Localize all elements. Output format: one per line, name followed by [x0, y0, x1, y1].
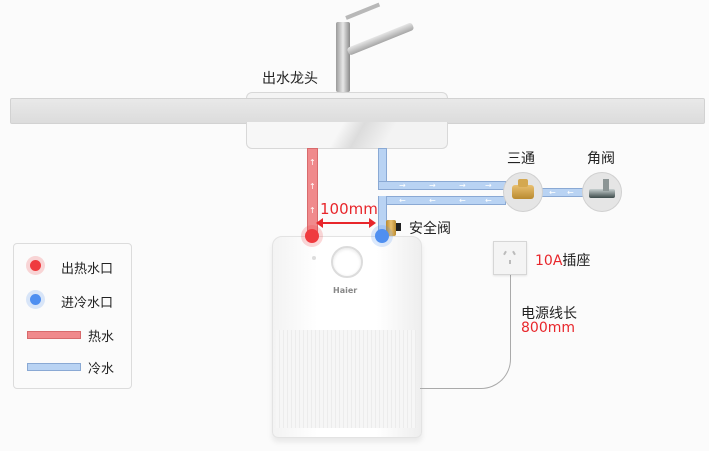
legend-label: 热水	[88, 330, 115, 345]
angle-valve-label: 角阀	[587, 151, 615, 167]
sink-basin	[246, 122, 448, 149]
flow-arrow-icon: ↑	[309, 206, 316, 215]
angle-valve-icon	[582, 172, 622, 212]
legend-label: 出热水口	[61, 262, 114, 277]
flow-arrow-icon: →	[459, 181, 466, 190]
faucet-label: 出水龙头	[262, 71, 318, 87]
faucet-spout	[346, 22, 415, 56]
cold-pipe-supply: ← ←	[540, 188, 588, 197]
safety-valve-icon	[386, 220, 396, 236]
cold-inlet-icon	[30, 294, 41, 305]
cold-pipe-lower: ← ← ← ←	[378, 196, 506, 205]
hot-outlet-icon	[30, 260, 41, 271]
flow-arrow-icon: ←	[549, 188, 556, 197]
safety-valve-label: 安全阀	[409, 221, 451, 237]
dimension-arrowhead-right-icon	[369, 218, 376, 228]
flow-arrow-icon: ←	[485, 196, 492, 205]
socket-text: 插座	[562, 253, 591, 269]
dimension-arrowhead-left-icon	[316, 218, 323, 228]
flow-arrow-icon: →	[399, 181, 406, 190]
wall-socket-icon	[493, 241, 527, 275]
dimension-arrow-icon	[318, 222, 374, 224]
socket-label: 10A插座	[535, 250, 590, 270]
flow-arrow-icon: ←	[429, 196, 436, 205]
legend-item-hot-water: 热水	[14, 325, 131, 345]
tee-label: 三通	[507, 151, 535, 167]
cold-pipe-upper: → → → →	[378, 181, 506, 190]
cold-pipe-to-faucet	[378, 148, 387, 189]
legend-label: 冷水	[88, 362, 115, 377]
distance-label: 100mm	[320, 200, 378, 218]
cold-inlet-icon	[375, 229, 389, 243]
faucet-handle	[345, 2, 381, 20]
cord-length: 800mm	[521, 320, 575, 336]
hot-pipe-icon	[27, 331, 81, 339]
socket-amperage: 10A	[535, 253, 563, 269]
legend-item-cold-inlet: 进冷水口	[14, 291, 131, 311]
flow-arrow-icon: →	[429, 181, 436, 190]
safety-valve-handle-icon	[396, 223, 401, 231]
countertop	[10, 98, 705, 124]
brand-logo: Haier	[333, 286, 358, 295]
heater-texture	[276, 330, 416, 428]
legend: 出热水口 进冷水口 热水 冷水	[13, 243, 132, 389]
indicator-light-icon	[312, 256, 316, 260]
flow-arrow-icon: ←	[459, 196, 466, 205]
tee-fitting-icon	[503, 172, 543, 212]
flow-arrow-icon: →	[485, 181, 492, 190]
cold-pipe-icon	[27, 363, 81, 371]
flow-arrow-icon: ↑	[309, 182, 316, 191]
temperature-knob[interactable]	[331, 246, 363, 278]
flow-arrow-icon: ↑	[309, 158, 316, 167]
hot-outlet-icon	[305, 229, 319, 243]
legend-item-hot-outlet: 出热水口	[14, 257, 131, 277]
legend-item-cold-water: 冷水	[14, 357, 131, 377]
power-cord	[420, 270, 511, 389]
faucet	[336, 22, 350, 92]
flow-arrow-icon: ←	[399, 196, 406, 205]
flow-arrow-icon: ←	[567, 188, 574, 197]
sink-rim	[246, 92, 448, 101]
cord-label: 电源线长	[521, 306, 577, 322]
legend-label: 进冷水口	[61, 296, 114, 311]
